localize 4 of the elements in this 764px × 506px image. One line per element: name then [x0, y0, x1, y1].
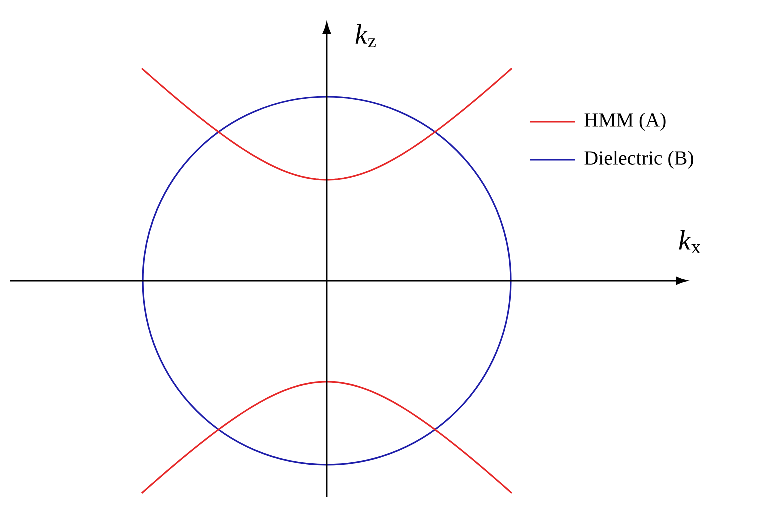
axis-label: k$_{x}$: [679, 230, 701, 254]
legend-text: Dielectric (B): [584, 150, 694, 170]
axis-label: k$_{z}$: [356, 24, 376, 48]
legend-text: HMM (A): [584, 112, 666, 132]
